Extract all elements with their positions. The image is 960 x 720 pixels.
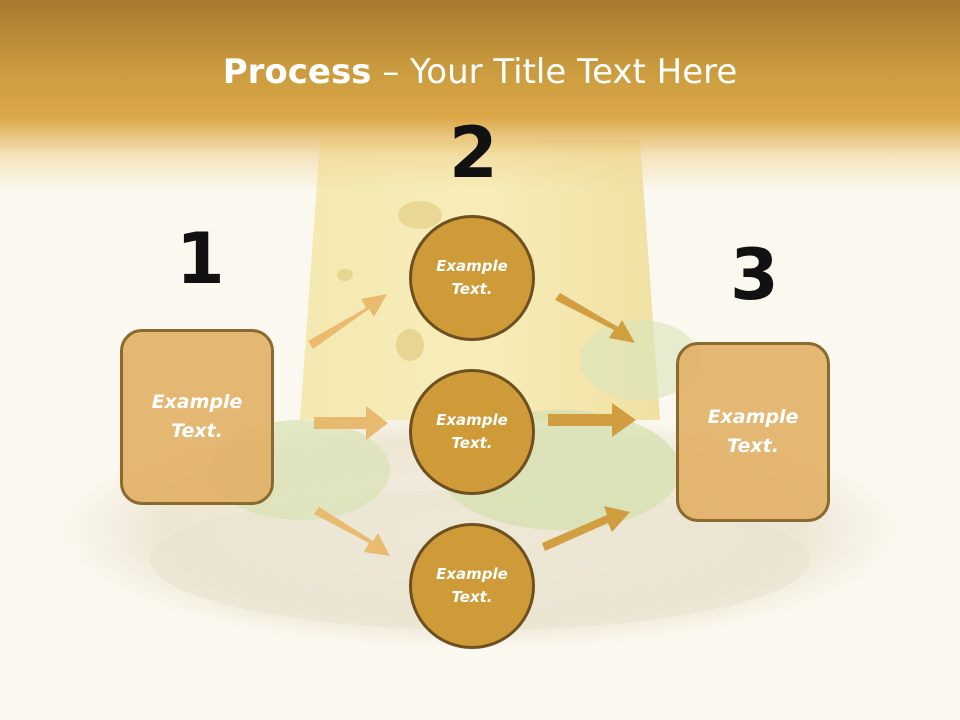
- title-bold: Process: [222, 52, 372, 92]
- arrow-right-middle: [548, 403, 636, 437]
- arrow-left-middle: [314, 406, 388, 440]
- step-number-2: 2: [449, 112, 498, 194]
- circle-top: Example Text.: [409, 215, 535, 341]
- arrow-right-bottom: [542, 506, 630, 551]
- title-rest: – Your Title Text Here: [371, 52, 738, 92]
- circle-middle: Example Text.: [409, 369, 535, 495]
- step-number-1: 1: [176, 218, 225, 300]
- right-box: Example Text.: [676, 342, 830, 522]
- circle-bottom: Example Text.: [409, 523, 535, 649]
- step-number-3: 3: [730, 234, 779, 316]
- left-box: Example Text.: [120, 329, 274, 505]
- arrow-right-top: [555, 293, 635, 343]
- arrow-left-bottom: [314, 507, 390, 556]
- header-band: [0, 0, 960, 190]
- slide-title: Process – Your Title Text Here: [0, 52, 960, 92]
- arrow-left-top: [308, 294, 387, 349]
